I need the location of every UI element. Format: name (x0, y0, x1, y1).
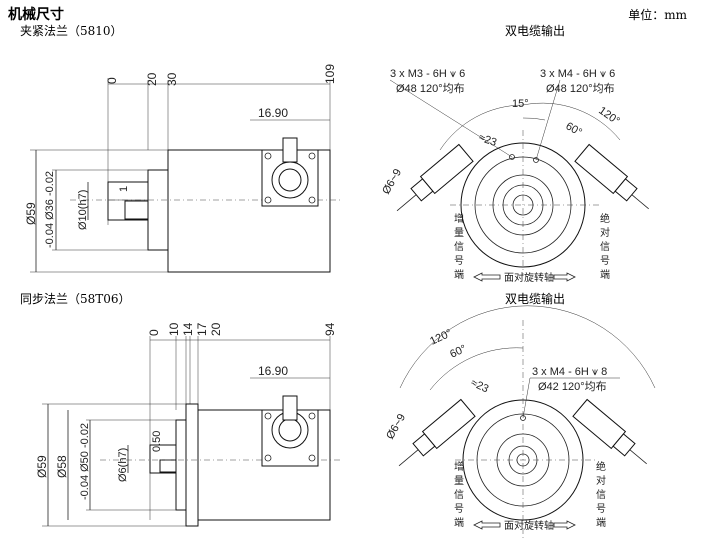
s1-rotation-label: 面对旋转轴 (504, 271, 554, 284)
s2-pcd: Ø42 120°均布 (538, 380, 607, 393)
s1-flange (147, 169, 169, 251)
section1-front-view: 3 x M3 - 6H ⩛ 6 Ø48 120°均布 3 x M4 - 6H ⩛… (380, 68, 649, 284)
s1-side-right-1: 对 (600, 226, 610, 239)
s1-side-right-2: 信 (600, 241, 610, 253)
s1-arrow-right (553, 272, 576, 282)
s2-angle-120: 120° (428, 327, 454, 347)
s2-dim-14: 14 (181, 322, 195, 336)
unit-label: 单位：mm (628, 8, 687, 22)
s2-dim-94: 94 (323, 322, 337, 336)
s2-dia-spigot: -0.04 Ø50 -0.02 (79, 423, 91, 500)
s1-thread-right: 3 x M4 - 6H ⩛ 6 (540, 68, 615, 80)
s2-dim-20: 20 (209, 322, 223, 336)
s1-dia-flange: -0.04 Ø36 -0.02 (44, 171, 56, 248)
s1-side-left-2: 信 (454, 241, 464, 253)
s1-shaft-flat (124, 200, 149, 220)
section2-outlet-label: 双电缆输出 (505, 292, 566, 306)
section1-outlet-label: 双电缆输出 (505, 24, 566, 38)
s2-side-right-2: 信 (596, 489, 606, 501)
s1-thread-left: 3 x M3 - 6H ⩛ 6 (390, 68, 465, 80)
s2-side-right-1: 对 (596, 474, 606, 487)
s1-dim-109: 109 (323, 64, 337, 84)
s2-side-left-3: 号 (454, 503, 464, 515)
s1-angle-60: 60° (564, 120, 584, 139)
s2-dim-0: 0 (147, 329, 161, 336)
s2-side-right-0: 绝 (596, 460, 606, 473)
s2-sync-flange (185, 403, 199, 527)
section2-front-view: 120° 60° 3 x M4 - 6H ⩛ 8 Ø42 120°均布 ≈23 … (384, 305, 656, 540)
s1-dim-23: ≈23 (477, 132, 498, 150)
s1-side-right-4: 端 (600, 268, 610, 281)
s1-angle-120: 120° (596, 105, 622, 128)
s2-thread: 3 x M4 - 6H ⩛ 8 (532, 366, 607, 378)
s1-side-right-3: 号 (600, 255, 610, 267)
s2-dia-flange: Ø58 (55, 455, 69, 478)
s2-side-left-2: 信 (454, 489, 464, 501)
s2-dim-17: 17 (195, 322, 209, 336)
s2-dia-shaft: Ø6(h7) (117, 448, 129, 482)
page-title: 机械尺寸 (8, 7, 64, 23)
s1-pcd-right: Ø48 120°均布 (546, 82, 615, 95)
s1-shaft-flat: 1 (118, 186, 130, 192)
section1-label: 夹紧法兰（5810） (20, 24, 123, 38)
s1-dim-20: 20 (145, 72, 159, 86)
s2-side-left-0: 增 (454, 460, 464, 473)
section2-side-view: 0 10 14 17 20 94 Ø59 Ø58 -0.04 Ø50 -0.02… (35, 322, 340, 527)
section1-side-view: 0 20 30 109 Ø59 -0.04 Ø36 -0.02 Ø10( (24, 64, 340, 273)
s2-side-left-1: 量 (454, 475, 464, 487)
s1-side-left-4: 端 (454, 268, 464, 281)
s2-arrow-right (553, 520, 576, 530)
s2-shaft-flat: 0.50 (151, 431, 163, 452)
s2-side-left-4: 端 (454, 516, 464, 529)
s1-dia-shaft: Ø10(h7) (77, 190, 89, 230)
s1-side-left-3: 号 (454, 255, 464, 267)
s1-arrow-left (473, 272, 501, 282)
s1-pcd-left: Ø48 120°均布 (396, 82, 465, 95)
s2-rotation-label: 面对旋转轴 (504, 519, 554, 532)
s1-side-left-1: 量 (454, 227, 464, 239)
s1-connector-dim: 16.90 (258, 106, 288, 120)
s2-dim-cable: Ø6~9 (384, 412, 408, 442)
s1-dim-cable: Ø6~9 (380, 167, 404, 197)
s2-side-right-4: 端 (596, 516, 606, 529)
s2-arrow-left (473, 520, 501, 530)
s2-shaft-flat (159, 459, 177, 473)
section2-label: 同步法兰（58T06） (20, 292, 131, 306)
s1-angle-15: 15° (512, 98, 529, 110)
s2-spigot (175, 419, 187, 511)
s2-dia-outer: Ø59 (35, 455, 49, 478)
s1-side-left-0: 增 (454, 212, 464, 225)
s1-side-right-0: 绝 (600, 212, 610, 225)
s2-connector-dim: 16.90 (258, 364, 288, 378)
s1-dim-30: 30 (165, 72, 179, 86)
s2-dim-23: ≈23 (469, 377, 491, 396)
s1-dim-0: 0 (105, 77, 119, 84)
s1-dia-outer: Ø59 (24, 202, 38, 225)
s2-side-right-3: 号 (596, 503, 606, 515)
s2-dim-10: 10 (167, 322, 181, 336)
s2-angle-60: 60° (448, 343, 468, 361)
